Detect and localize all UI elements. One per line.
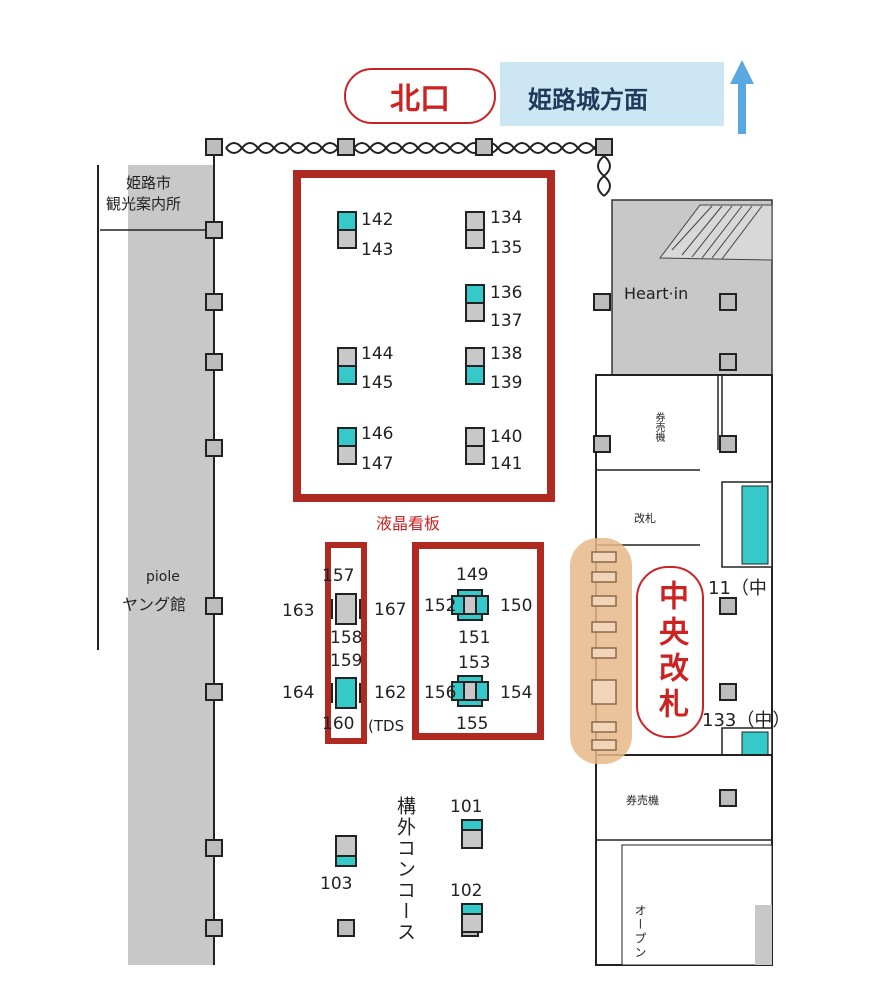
spot-150: 150 (500, 596, 533, 616)
pillar (719, 293, 737, 311)
right-11-label: 11（中 (708, 578, 767, 599)
north-exit-label: 北口 (344, 68, 496, 124)
spot-157: 157 (322, 566, 355, 586)
spot-143: 143 (361, 240, 394, 260)
spot-142: 142 (361, 210, 394, 230)
left-corridor (128, 165, 214, 965)
spot-151: 151 (458, 628, 491, 648)
spot-145: 145 (361, 373, 394, 393)
tourist-info-line1: 姫路市 (126, 174, 172, 192)
spot-159: 159 (330, 651, 363, 671)
spot-152: 152 (424, 596, 457, 616)
signboard-134-135 (465, 211, 485, 249)
spot-156: 156 (424, 683, 457, 703)
pillar (205, 597, 223, 615)
signboard-103 (335, 835, 357, 867)
spot-138: 138 (490, 344, 523, 364)
direction-label: 姫路城方面 (528, 86, 648, 114)
open-area (621, 844, 773, 966)
heart-in-stair-lines (671, 205, 763, 260)
spot-101: 101 (450, 797, 483, 817)
spot-135: 135 (490, 238, 523, 258)
gate-small-label: 改札 (634, 512, 656, 525)
pillar (593, 293, 611, 311)
heart-in-stairs (659, 204, 773, 261)
pillar (205, 683, 223, 701)
spot-140: 140 (490, 427, 523, 447)
spot-146: 146 (361, 424, 394, 444)
open-area-label: オープン (633, 904, 647, 960)
signboard-101 (461, 819, 483, 849)
pillar (719, 683, 737, 701)
spot-164: 164 (282, 683, 315, 703)
lcd-zone-upper (293, 170, 555, 502)
pillar (205, 839, 223, 857)
north-barrier-chain (225, 142, 611, 197)
pillar (719, 789, 737, 807)
spot-144: 144 (361, 344, 394, 364)
spot-160: 160 (322, 714, 355, 734)
spot-134: 134 (490, 208, 523, 228)
spot-149: 149 (456, 565, 489, 585)
pillar (337, 919, 355, 937)
signboard-140-141 (465, 427, 485, 465)
signboard-153-156 (451, 675, 489, 707)
signboard-102 (461, 903, 483, 933)
heart-in-label: Heart·in (624, 284, 689, 303)
spot-139: 139 (490, 373, 523, 393)
spot-155: 155 (456, 714, 489, 734)
ticket-machine-lower: 券売機 (626, 794, 659, 807)
spot-103: 103 (320, 874, 353, 894)
direction-box (500, 62, 724, 126)
piole-label: piole (146, 569, 180, 585)
spot-136: 136 (490, 283, 523, 303)
pillar (205, 439, 223, 457)
signboard-136-137 (465, 284, 485, 322)
piole-young-label: ヤング館 (122, 595, 187, 614)
right-133-label: 133（中） (702, 710, 791, 731)
spot-167: 167 (374, 600, 407, 620)
tds-label: (TDS (368, 717, 405, 735)
ticket-machine-upper: 券売機 (653, 412, 664, 442)
spot-153: 153 (458, 653, 491, 673)
signboard-146-147 (337, 427, 357, 465)
pillar (337, 138, 355, 156)
spot-162: 162 (374, 683, 407, 703)
pillar (205, 221, 223, 239)
pillar (205, 293, 223, 311)
north-arrow (730, 60, 754, 134)
central-gate-turnstiles (591, 551, 617, 751)
signboard-142-143 (337, 211, 357, 249)
spot-147: 147 (361, 454, 394, 474)
spot-158: 158 (330, 628, 363, 648)
pillar (719, 435, 737, 453)
lcd-zone-left (325, 542, 367, 744)
signboard-144-145 (337, 347, 357, 385)
signboard-149-152 (451, 589, 489, 621)
pillar (595, 138, 613, 156)
spot-102: 102 (450, 881, 483, 901)
pillar (719, 353, 737, 371)
spot-154: 154 (500, 683, 533, 703)
pillar (475, 138, 493, 156)
signboard-138-139 (465, 347, 485, 385)
pillar (205, 919, 223, 937)
outer-concourse-label: 構外コンコース (394, 796, 416, 943)
pillar (205, 138, 223, 156)
pillar (593, 435, 611, 453)
spot-137: 137 (490, 311, 523, 331)
spot-141: 141 (490, 454, 523, 474)
tourist-info-line2: 観光案内所 (106, 195, 182, 213)
central-gate-text: 中央改札 (653, 580, 688, 724)
pillar (205, 353, 223, 371)
lcd-zone-right (412, 542, 544, 740)
pillar (719, 597, 737, 615)
spot-163: 163 (282, 601, 315, 621)
lcd-board-label: 液晶看板 (376, 514, 441, 533)
central-gate-label: 中央改札 (636, 566, 704, 738)
